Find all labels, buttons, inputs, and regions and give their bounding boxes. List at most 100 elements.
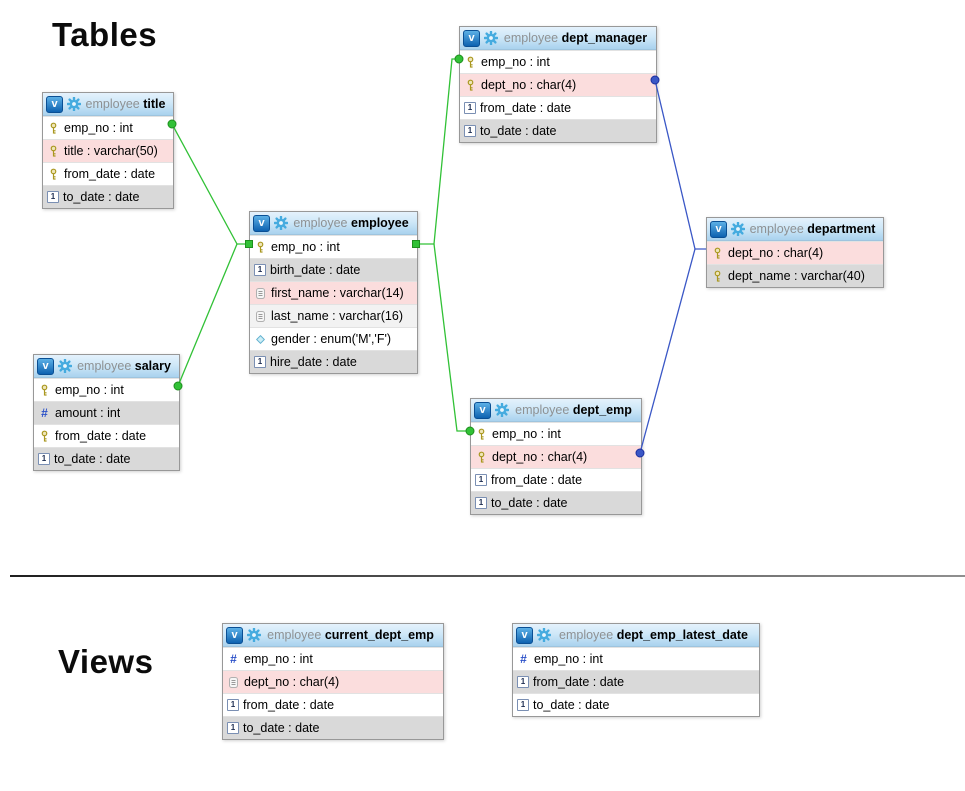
collapse-toggle-icon[interactable]: v bbox=[710, 220, 727, 238]
table-title: employee dept_emp bbox=[509, 403, 641, 417]
field-text: dept_name : varchar(40) bbox=[728, 269, 865, 283]
table-card[interactable]: v employee dept_manager emp_no : int bbox=[459, 26, 657, 143]
collapse-toggle-icon[interactable]: v bbox=[226, 626, 243, 644]
table-options-gear-icon[interactable] bbox=[536, 627, 552, 643]
table-field-row[interactable]: gender : enum('M','F') bbox=[250, 327, 417, 350]
table-title: employee department bbox=[745, 222, 883, 236]
relation-line bbox=[433, 243, 470, 432]
table-field-row[interactable]: 1 hire_date : date bbox=[250, 350, 417, 373]
table-card[interactable]: v employee salary emp_no : int # amoun bbox=[33, 354, 180, 471]
table-header[interactable]: v employee employee bbox=[250, 212, 417, 235]
table-field-row[interactable]: emp_no : int bbox=[34, 378, 179, 401]
collapse-toggle-icon[interactable]: v bbox=[253, 214, 270, 232]
table-field-row[interactable]: dept_no : char(4) bbox=[471, 445, 641, 468]
table-field-row[interactable]: emp_no : int bbox=[460, 50, 656, 73]
table-field-row[interactable]: 1 from_date : date bbox=[460, 96, 656, 119]
field-text: emp_no : int bbox=[55, 383, 124, 397]
table-field-row[interactable]: title : varchar(50) bbox=[43, 139, 173, 162]
primary-key-icon bbox=[711, 247, 724, 260]
field-text: emp_no : int bbox=[534, 652, 603, 666]
date-icon: 1 bbox=[38, 453, 50, 465]
field-text: to_date : date bbox=[480, 124, 557, 138]
table-field-row[interactable]: emp_no : int bbox=[43, 116, 173, 139]
schema-name: employee bbox=[293, 216, 348, 230]
table-field-row[interactable]: last_name : varchar(16) bbox=[250, 304, 417, 327]
table-field-row[interactable]: 1 from_date : date bbox=[513, 670, 759, 693]
table-card[interactable]: v employee dept_emp emp_no : int dept bbox=[470, 398, 642, 515]
field-text: emp_no : int bbox=[64, 121, 133, 135]
table-header[interactable]: v employee title bbox=[43, 93, 173, 116]
table-field-row[interactable]: 1 from_date : date bbox=[471, 468, 641, 491]
table-field-row[interactable]: 1 to_date : date bbox=[223, 716, 443, 739]
table-field-row[interactable]: first_name : varchar(14) bbox=[250, 281, 417, 304]
table-options-gear-icon[interactable] bbox=[483, 30, 499, 46]
views-section-heading: Views bbox=[58, 643, 154, 680]
table-header[interactable]: v employee salary bbox=[34, 355, 179, 378]
field-text: from_date : date bbox=[64, 167, 156, 181]
table-field-row[interactable]: 1 to_date : date bbox=[34, 447, 179, 470]
enum-icon bbox=[254, 334, 267, 344]
table-field-row[interactable]: from_date : date bbox=[34, 424, 179, 447]
view-card[interactable]: v employee current_dept_emp # emp_no : i… bbox=[222, 623, 444, 740]
table-header[interactable]: v employee dept_emp_latest_date bbox=[513, 624, 759, 647]
relation-line bbox=[639, 248, 696, 454]
collapse-toggle-icon[interactable]: v bbox=[46, 95, 63, 113]
schema-name: employee bbox=[85, 97, 140, 111]
table-options-gear-icon[interactable] bbox=[494, 402, 510, 418]
table-field-row[interactable]: # emp_no : int bbox=[223, 647, 443, 670]
numeric-icon: # bbox=[520, 652, 527, 666]
table-field-row[interactable]: 1 from_date : date bbox=[223, 693, 443, 716]
table-field-row[interactable]: # emp_no : int bbox=[513, 647, 759, 670]
table-options-gear-icon[interactable] bbox=[730, 221, 746, 237]
table-header[interactable]: v employee dept_emp bbox=[471, 399, 641, 422]
table-title: employee employee bbox=[288, 216, 417, 230]
table-field-row[interactable]: 1 to_date : date bbox=[43, 185, 173, 208]
table-field-row[interactable]: dept_no : char(4) bbox=[460, 73, 656, 96]
collapse-toggle-icon[interactable]: v bbox=[516, 626, 533, 644]
relation-line bbox=[171, 123, 249, 245]
table-title: employee current_dept_emp bbox=[261, 628, 443, 642]
date-icon: 1 bbox=[254, 356, 266, 368]
field-text: to_date : date bbox=[243, 721, 320, 735]
table-header[interactable]: v employee dept_manager bbox=[460, 27, 656, 50]
field-text: birth_date : date bbox=[270, 263, 361, 277]
table-options-gear-icon[interactable] bbox=[246, 627, 262, 643]
field-text: dept_no : char(4) bbox=[481, 78, 577, 92]
table-header[interactable]: v employee department bbox=[707, 218, 883, 241]
table-name: dept_emp bbox=[572, 403, 632, 417]
schema-name: employee bbox=[515, 403, 570, 417]
table-options-gear-icon[interactable] bbox=[66, 96, 82, 112]
table-card[interactable]: v employee employee emp_no : int 1 bir bbox=[249, 211, 418, 374]
table-field-row[interactable]: 1 birth_date : date bbox=[250, 258, 417, 281]
date-icon: 1 bbox=[254, 264, 266, 276]
field-text: from_date : date bbox=[243, 698, 335, 712]
field-text: dept_no : char(4) bbox=[492, 450, 588, 464]
table-options-gear-icon[interactable] bbox=[57, 358, 73, 374]
table-field-row[interactable]: dept_no : char(4) bbox=[223, 670, 443, 693]
table-field-row[interactable]: 1 to_date : date bbox=[460, 119, 656, 142]
schema-name: employee bbox=[267, 628, 322, 642]
table-field-row[interactable]: emp_no : int bbox=[471, 422, 641, 445]
date-icon: 1 bbox=[475, 474, 487, 486]
field-text: to_date : date bbox=[63, 190, 140, 204]
table-field-row[interactable]: # amount : int bbox=[34, 401, 179, 424]
table-field-row[interactable]: 1 to_date : date bbox=[471, 491, 641, 514]
varchar-text-icon bbox=[254, 287, 267, 299]
date-icon: 1 bbox=[464, 125, 476, 137]
table-field-row[interactable]: 1 to_date : date bbox=[513, 693, 759, 716]
collapse-toggle-icon[interactable]: v bbox=[37, 357, 54, 375]
table-field-row[interactable]: from_date : date bbox=[43, 162, 173, 185]
table-field-row[interactable]: emp_no : int bbox=[250, 235, 417, 258]
table-header[interactable]: v employee current_dept_emp bbox=[223, 624, 443, 647]
table-options-gear-icon[interactable] bbox=[273, 215, 289, 231]
collapse-toggle-icon[interactable]: v bbox=[474, 401, 491, 419]
view-card[interactable]: v employee dept_emp_latest_date # emp_no… bbox=[512, 623, 760, 717]
schema-name: employee bbox=[77, 359, 132, 373]
table-field-row[interactable]: dept_no : char(4) bbox=[707, 241, 883, 264]
collapse-toggle-icon[interactable]: v bbox=[463, 29, 480, 47]
varchar-text-icon bbox=[254, 310, 267, 322]
table-card[interactable]: v employee department dept_no : char(4) bbox=[706, 217, 884, 288]
table-card[interactable]: v employee title emp_no : int title : bbox=[42, 92, 174, 209]
date-icon: 1 bbox=[517, 699, 529, 711]
table-field-row[interactable]: dept_name : varchar(40) bbox=[707, 264, 883, 287]
